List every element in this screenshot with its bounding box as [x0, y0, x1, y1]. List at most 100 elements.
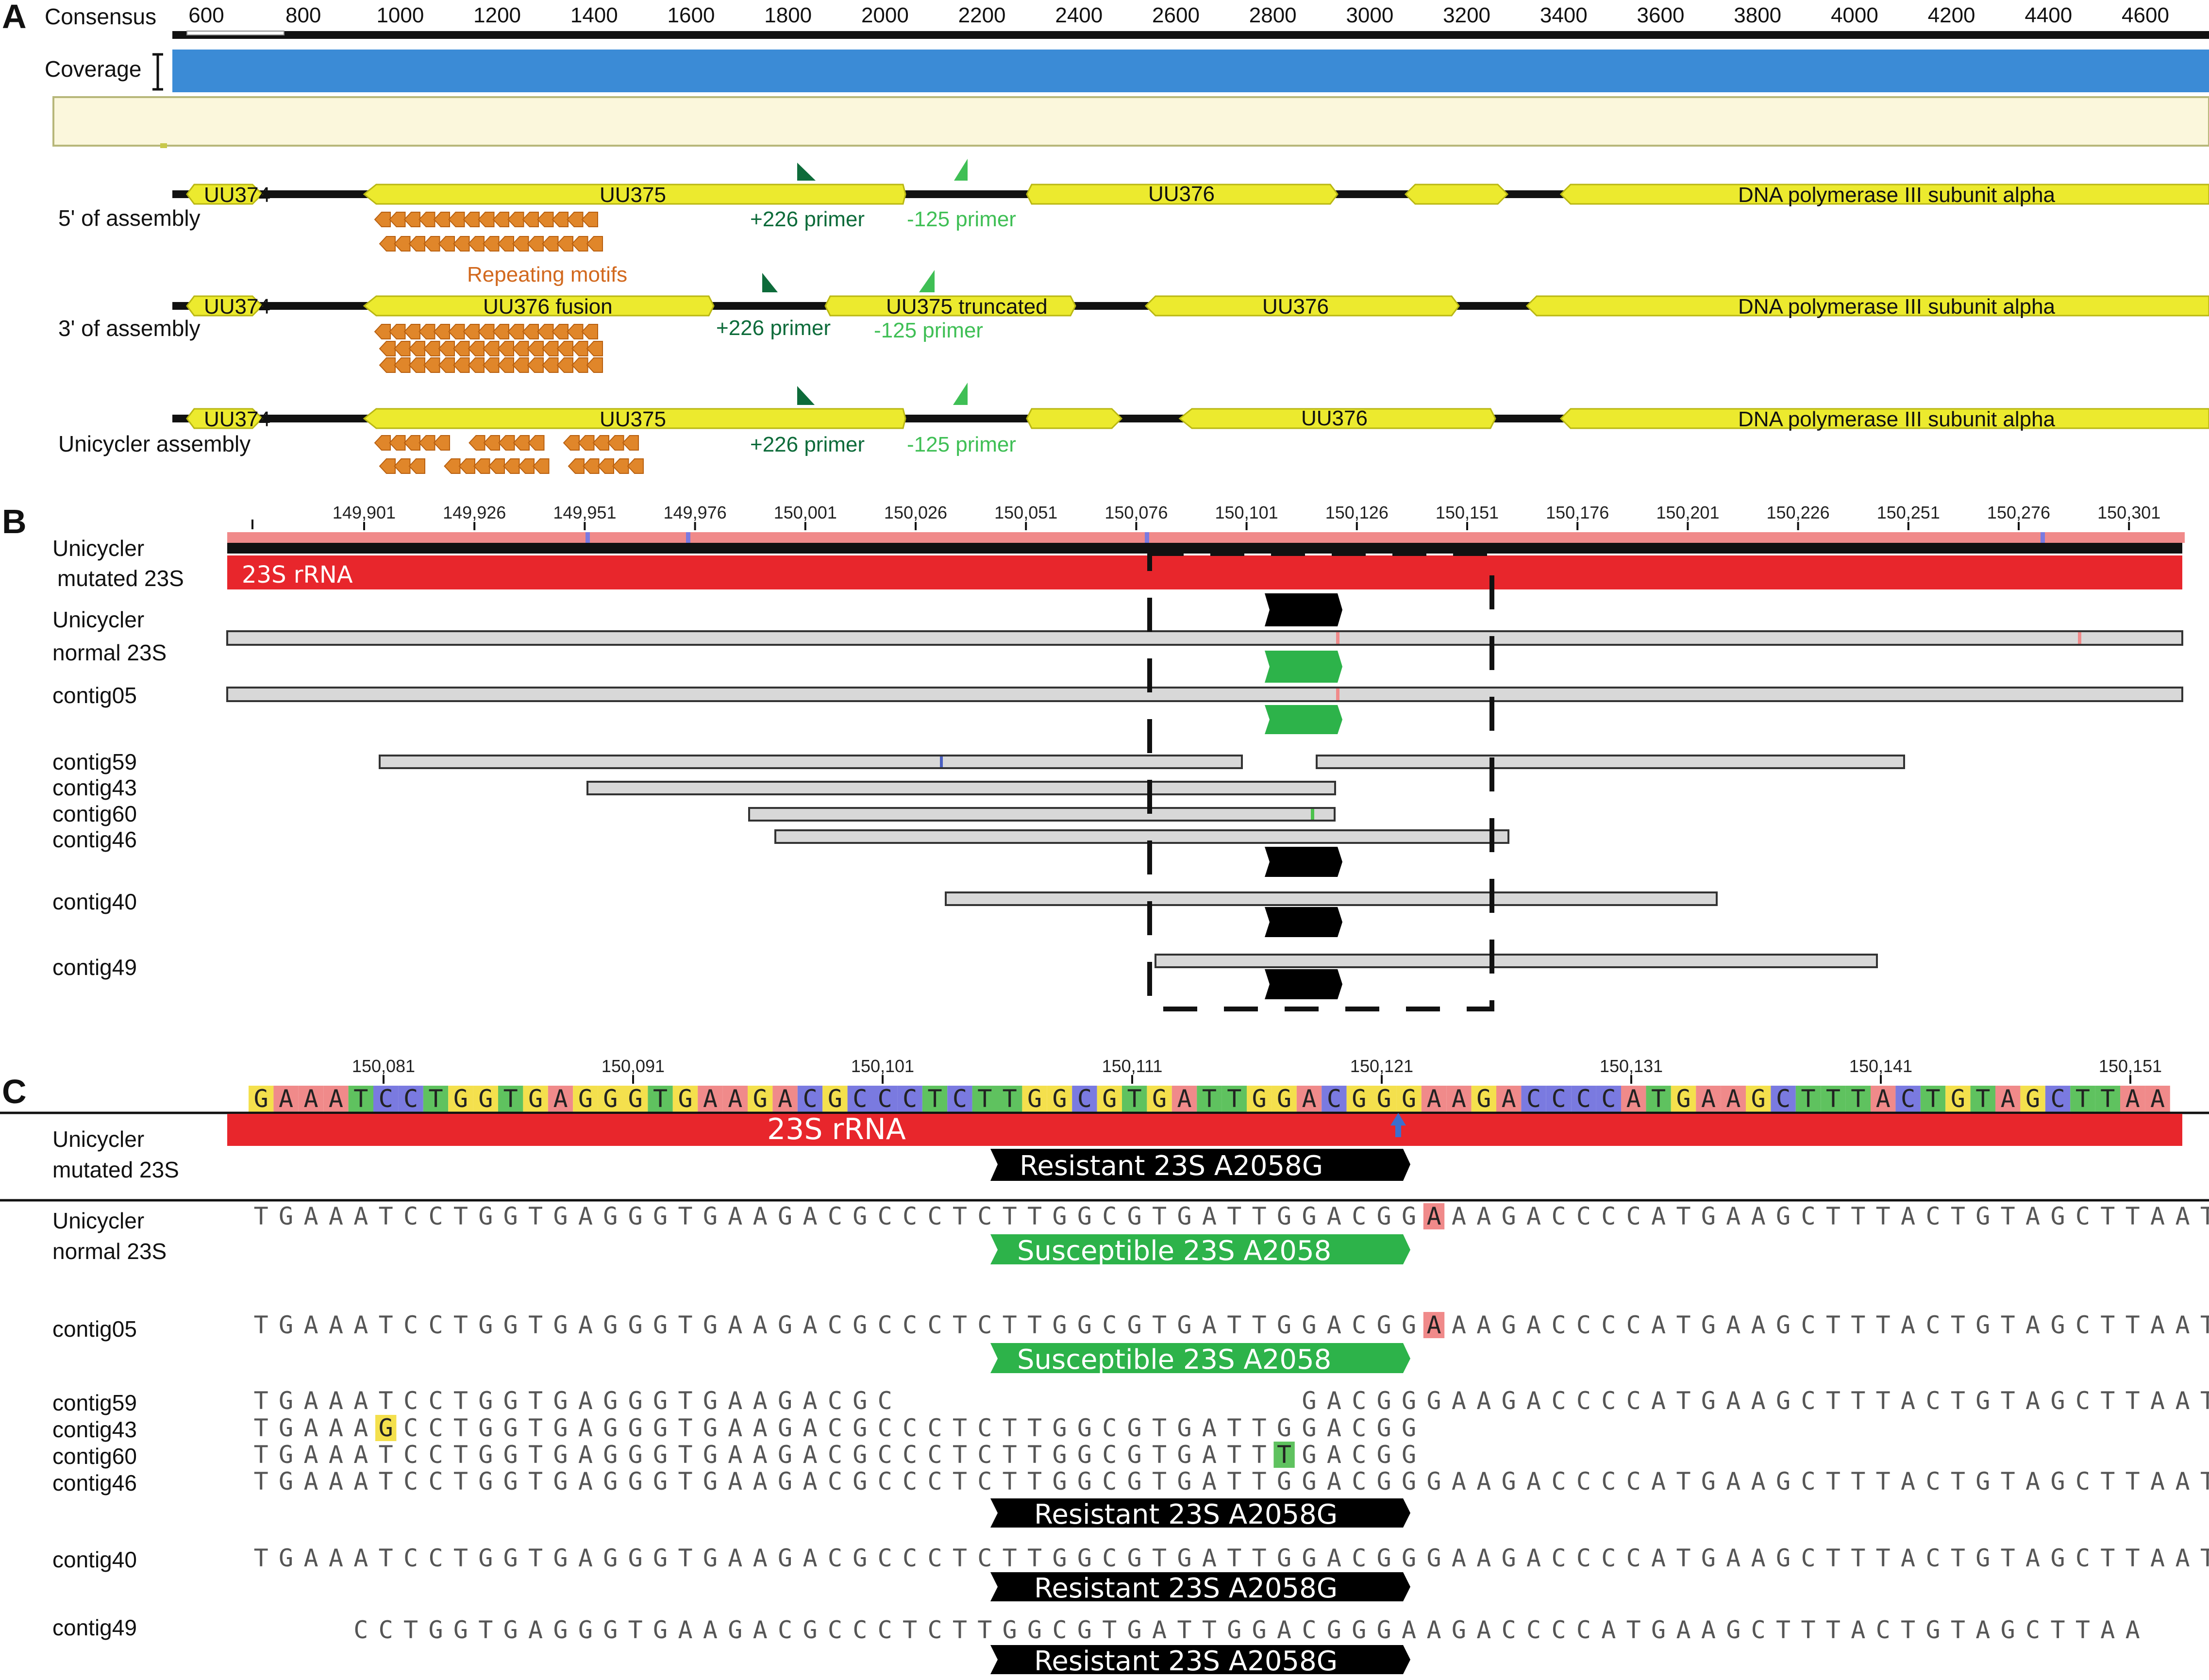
- base-color-cell: [1643, 532, 1647, 543]
- aligned-base: C: [903, 1202, 917, 1230]
- susceptible-annotation-label: Susceptible 23S A2058: [1017, 1235, 1331, 1267]
- primer-fwd-label: +226 primer: [716, 316, 831, 340]
- base-color-cell: [245, 532, 249, 543]
- base-color-cell: [402, 532, 406, 543]
- motif-arrow: [478, 212, 495, 227]
- base-color-cell: [1459, 532, 1464, 543]
- aligned-base: C: [1551, 1387, 1566, 1415]
- base-color-cell: [1673, 532, 1678, 543]
- base-cell: [1571, 1086, 1596, 1112]
- base-color-cell: [634, 532, 638, 543]
- susceptible-annotation: [990, 1343, 1410, 1373]
- gene-label: DNA polymerase III subunit alpha: [1738, 407, 2056, 431]
- motif-arrow: [568, 458, 585, 474]
- motif-arrow: [592, 435, 609, 451]
- aligned-base: G: [1302, 1467, 1316, 1495]
- ruler-tick-label: 150,251: [1877, 503, 1940, 522]
- row-label: contig59: [52, 1390, 137, 1415]
- base-cell: [2070, 1086, 2095, 1112]
- aligned-base: G: [1277, 1544, 1291, 1572]
- base-color-cell: [1503, 532, 1507, 543]
- base-color-cell: [1708, 532, 1713, 543]
- base-letter: G: [528, 1085, 543, 1113]
- base-color-cell: [367, 532, 371, 543]
- base-cell: [1372, 1086, 1397, 1112]
- motif-arrow: [607, 435, 624, 451]
- aligned-base: T: [1826, 1387, 1841, 1415]
- aligned-base: T: [1951, 1387, 1965, 1415]
- aligned-base: G: [1302, 1311, 1316, 1339]
- base-letter: G: [1751, 1085, 1766, 1113]
- base-color-cell: [494, 532, 498, 543]
- base-letter: A: [1177, 1085, 1191, 1113]
- resistant-marker: [1265, 593, 1342, 626]
- base-color-cell: [1285, 532, 1289, 543]
- base-color-cell: [1547, 532, 1551, 543]
- aligned-base: T: [379, 1544, 393, 1572]
- motif-arrow: [503, 458, 520, 474]
- base-color-cell: [948, 532, 953, 543]
- base-color-cell: [516, 532, 520, 543]
- base-color-cell: [1363, 532, 1368, 543]
- aligned-base: T: [254, 1414, 268, 1442]
- base-color-cell: [1717, 532, 1722, 543]
- motif-arrow: [394, 236, 411, 252]
- aligned-base: T: [528, 1441, 543, 1469]
- base-color-cell: [2075, 532, 2080, 543]
- base-color-cell: [1625, 532, 1630, 543]
- aligned-base: G: [1402, 1467, 1416, 1495]
- aligned-base: C: [1102, 1202, 1117, 1230]
- motif-arrow: [507, 324, 524, 339]
- aligned-base: G: [653, 1387, 668, 1415]
- base-color-cell: [1857, 532, 1861, 543]
- aligned-base: C: [2075, 1311, 2090, 1339]
- base-cell: [423, 1086, 449, 1112]
- aligned-base: G: [1227, 1616, 1241, 1644]
- aligned-base: C: [2075, 1467, 2090, 1495]
- aligned-base: A: [753, 1616, 768, 1644]
- base-color-cell: [612, 532, 616, 543]
- base-color-cell: [249, 532, 253, 543]
- base-color-cell: [957, 532, 961, 543]
- row-label: normal 23S: [52, 640, 167, 665]
- panel-label-c: C: [2, 1073, 27, 1110]
- ruler-tick-label: 2000: [861, 3, 909, 27]
- base-color-cell: [240, 532, 245, 543]
- base-cell: [1696, 1086, 1721, 1112]
- aligned-base: T: [678, 1414, 692, 1442]
- resistant-annotation-label: Resistant 23S A2058G: [1034, 1573, 1338, 1604]
- base-color-cell: [730, 532, 734, 543]
- motif-arrow: [513, 435, 530, 451]
- base-color-cell: [669, 532, 673, 543]
- primer-rev-label: -125 primer: [907, 433, 1016, 456]
- aligned-base: G: [478, 1414, 493, 1442]
- base-color-cell: [555, 532, 559, 543]
- aligned-base: G: [853, 1414, 867, 1442]
- read-bar: [586, 781, 1336, 795]
- base-color-cell: [1796, 532, 1800, 543]
- aligned-base: G: [578, 1616, 593, 1644]
- aligned-base: G: [1925, 1616, 1940, 1644]
- motif-arrow: [379, 341, 396, 356]
- repeating-motifs: [374, 435, 644, 474]
- aligned-base: T: [628, 1616, 643, 1644]
- ruler-tick-label: 149,976: [664, 503, 727, 522]
- aligned-base: C: [1626, 1387, 1641, 1415]
- motif-arrow: [581, 324, 598, 339]
- base-color-cell: [2045, 532, 2049, 543]
- aligned-base: A: [1901, 1387, 1915, 1415]
- aligned-base: G: [603, 1387, 618, 1415]
- base-color-cell: [673, 532, 677, 543]
- base-color-cell: [843, 532, 848, 543]
- aligned-base: T: [2100, 1544, 2115, 1572]
- base-color-cell: [1267, 532, 1272, 543]
- aligned-base: T: [2001, 1467, 2015, 1495]
- aligned-base: C: [1052, 1616, 1067, 1644]
- aligned-base: G: [1776, 1544, 1791, 1572]
- base-color-cell: [2062, 532, 2067, 543]
- base-color-cell: [1368, 532, 1372, 543]
- base-color-cell: [1328, 532, 1333, 543]
- aligned-base: A: [803, 1414, 817, 1442]
